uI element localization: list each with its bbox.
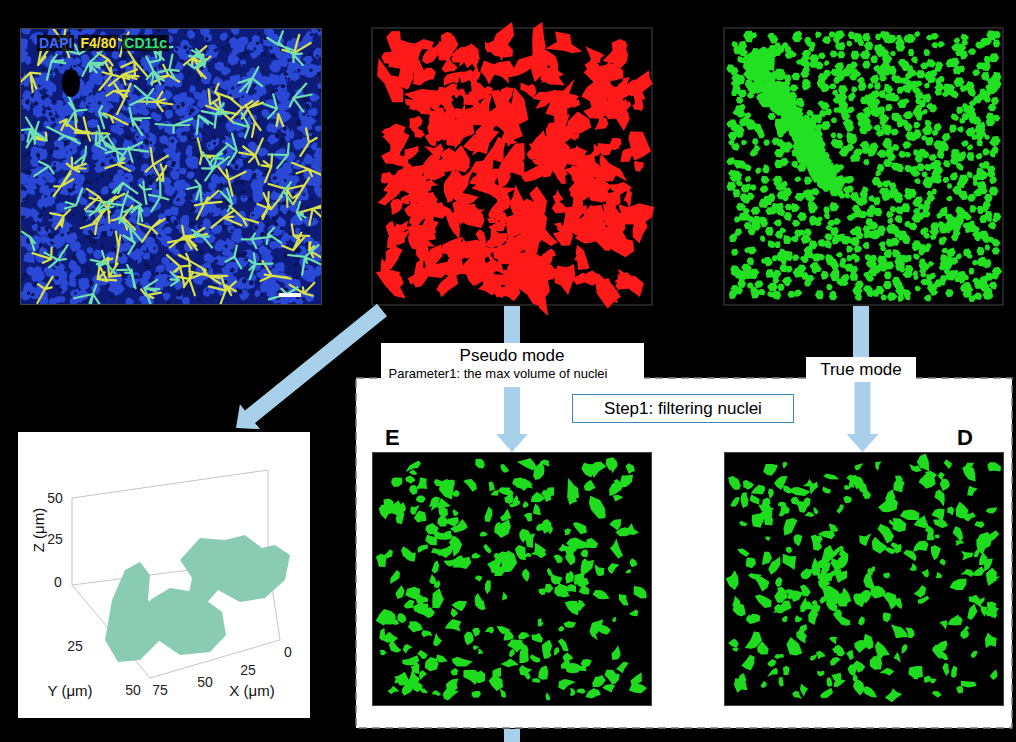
- segmented-cells: [376, 22, 654, 316]
- green-nuclei: [726, 30, 1002, 302]
- cd11c-cells: [21, 31, 321, 304]
- flow-arrow: [504, 729, 520, 742]
- panel-letter: D: [957, 425, 973, 451]
- tick-label: 50: [125, 682, 141, 698]
- tick-label: 25: [47, 531, 63, 547]
- stain-label: CD11c: [122, 35, 169, 51]
- step-title: Step1: filtering nuclei: [583, 398, 783, 419]
- tick-label: 0: [284, 644, 292, 660]
- tick-label: 50: [47, 490, 63, 506]
- mode-title: True mode: [812, 359, 910, 380]
- stain-label: DAPI: [37, 35, 74, 51]
- illustration: [725, 453, 1003, 705]
- parameter-note: Parameter1: the max volume of nuclei: [389, 366, 636, 382]
- axis-title: Y (μm): [47, 682, 92, 699]
- cell-3d-shape: [150, 588, 226, 655]
- microscopy-panel: DAPIF4/80CD11c: [20, 28, 322, 305]
- red-cell-masks: [376, 22, 654, 316]
- mode-box: True mode: [806, 357, 916, 382]
- filtered-nuclei: [376, 457, 647, 700]
- mode-title: Pseudo mode: [389, 345, 636, 366]
- flow-arrow: [236, 304, 387, 429]
- panel-letter: E: [385, 425, 400, 451]
- stain-legend: DAPIF4/80CD11c: [37, 35, 173, 52]
- flow-arrow: [496, 387, 528, 452]
- plot-drawing: [72, 470, 290, 678]
- tick-label: 0: [54, 574, 62, 590]
- cell-3d-shape: [180, 535, 290, 605]
- step-box: Step1: filtering nuclei: [572, 394, 794, 423]
- axis-line: [268, 470, 269, 560]
- dashed-region: [356, 378, 1012, 728]
- flow-arrow: [504, 306, 520, 343]
- scale-bar: [279, 293, 301, 297]
- result-panel: E: [372, 452, 652, 706]
- result-panel: D: [724, 452, 1004, 706]
- nuclei-panel: [724, 28, 1003, 305]
- vessel-hole: [62, 69, 80, 97]
- axis-title: Z (μm): [30, 508, 47, 552]
- tick-label: 75: [152, 682, 168, 698]
- flow-arrow: [853, 306, 869, 357]
- flow-arrow: [847, 382, 879, 452]
- tick-label: 50: [197, 674, 213, 690]
- tick-label: 25: [240, 662, 256, 678]
- tick-label: 25: [67, 638, 83, 654]
- axis-line: [72, 498, 73, 585]
- axis-line: [72, 470, 268, 498]
- axis-title: X (μm): [229, 682, 274, 699]
- segmented-nuclei: [726, 30, 1002, 302]
- illustration: [21, 29, 321, 304]
- filtered-nuclei: [726, 454, 1002, 703]
- stain-label: F4/80: [78, 35, 118, 51]
- mode-box: Pseudo modeParameter1: the max volume of…: [381, 343, 644, 387]
- illustration: [373, 453, 651, 705]
